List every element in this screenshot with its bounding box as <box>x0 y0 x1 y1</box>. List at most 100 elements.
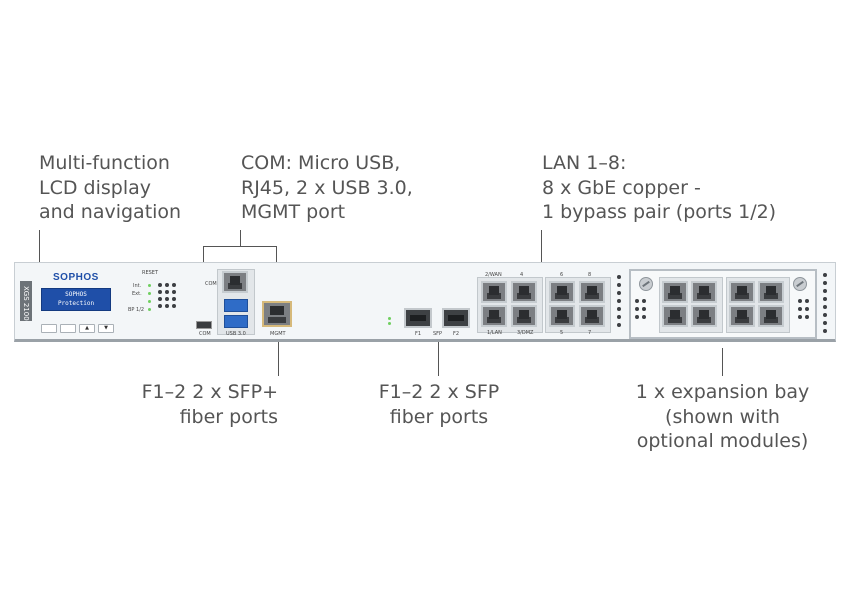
sfp-led-2 <box>388 322 391 325</box>
vent-dot <box>635 299 639 303</box>
lan-label-6: 6 <box>560 272 564 278</box>
firewall-appliance: XGS 2100 SOPHOS SOPHOS Protection ▲ ▼ RE… <box>14 262 836 342</box>
lcd-line-1: SOPHOS <box>65 291 87 298</box>
vent-dot <box>823 305 827 309</box>
lan-port-6[interactable] <box>549 281 575 303</box>
lan-label-dmz: 3/DMZ <box>517 330 534 336</box>
com-callout-line: MGMT port <box>241 201 346 223</box>
com-rj45-port[interactable] <box>222 271 248 293</box>
lan-port-2-wan[interactable] <box>481 281 507 303</box>
mgmt-port[interactable] <box>262 301 292 327</box>
vent-dot <box>617 291 621 295</box>
vent-dot <box>172 297 176 301</box>
vent-dot <box>798 307 802 311</box>
sfp-plus-callout-line: fiber ports <box>179 405 278 428</box>
vent-dot <box>165 283 169 287</box>
model-label-strip <box>20 281 32 321</box>
vent-dot <box>805 307 809 311</box>
vent-dot <box>172 304 176 308</box>
expansion-callout: 1 x expansion bay (shown with optional m… <box>625 380 820 454</box>
com-callout-line: COM: Micro USB, <box>241 152 401 174</box>
vent-dot <box>617 299 621 303</box>
usb-port-2[interactable] <box>224 315 248 328</box>
expansion-screw-right[interactable] <box>793 277 807 291</box>
nav-button-down[interactable]: ▼ <box>98 324 114 333</box>
lan-callout-line: LAN 1–8: <box>542 152 627 174</box>
expansion-port[interactable] <box>729 305 755 327</box>
vent-dot <box>823 273 827 277</box>
micro-usb-port[interactable] <box>196 321 212 329</box>
vent-dot <box>642 307 646 311</box>
lcd-callout: Multi-function LCD display and navigatio… <box>39 151 181 225</box>
vent-dot <box>823 329 827 333</box>
mgmt-label: MGMT <box>270 331 286 337</box>
usb-label: USB 3.0 <box>226 331 246 337</box>
sfp-type-label: SFP <box>433 331 443 337</box>
brand-logo: SOPHOS <box>53 272 99 283</box>
vent-dot <box>798 299 802 303</box>
sfp-callout-line: fiber ports <box>389 405 489 428</box>
status-led-ext <box>148 292 151 295</box>
led-label-ext: Ext. <box>132 291 142 297</box>
expansion-port[interactable] <box>691 305 717 327</box>
sfp-plus-leader-line <box>278 340 279 376</box>
vent-dot <box>635 307 639 311</box>
expansion-port[interactable] <box>758 305 784 327</box>
lan-port-5[interactable] <box>549 305 575 327</box>
vent-dot <box>165 290 169 294</box>
vent-dot <box>642 299 646 303</box>
lan-port-1-lan[interactable] <box>481 305 507 327</box>
lan-callout-line: 1 bypass pair (ports 1/2) <box>542 201 777 223</box>
lan-label-7: 7 <box>588 330 592 336</box>
lcd-leader-line <box>39 230 40 282</box>
com-rj45-label: COM <box>205 281 217 287</box>
nav-button-up[interactable]: ▲ <box>79 324 95 333</box>
vent-dot <box>805 315 809 319</box>
lan-label-5: 5 <box>560 330 564 336</box>
sfp-port-f2[interactable] <box>442 308 470 328</box>
lan-port-4[interactable] <box>511 281 537 303</box>
reset-label: RESET <box>142 270 159 276</box>
expansion-port[interactable] <box>691 281 717 303</box>
vent-dot <box>617 323 621 327</box>
usb-port-1[interactable] <box>224 299 248 312</box>
nav-button-menu[interactable] <box>41 324 57 333</box>
vent-dot <box>617 315 621 319</box>
expansion-callout-line: (shown with <box>665 405 780 428</box>
expansion-port[interactable] <box>758 281 784 303</box>
lcd-callout-line: Multi-function <box>39 152 170 174</box>
lan-port-8[interactable] <box>579 281 605 303</box>
vent-dot <box>172 290 176 294</box>
expansion-port[interactable] <box>662 281 688 303</box>
expansion-port[interactable] <box>662 305 688 327</box>
vent-dot <box>158 304 162 308</box>
sfp-callout-line: F1–2 2 x SFP <box>378 381 500 403</box>
lan-label-lan: 1/LAN <box>487 330 502 336</box>
lan-label-4: 4 <box>520 272 524 278</box>
vent-dot <box>805 299 809 303</box>
lcd-line-2: Protection <box>57 300 95 307</box>
status-led-bp <box>148 308 151 311</box>
status-led-int <box>148 284 151 287</box>
lcd-callout-line: and navigation <box>39 201 182 223</box>
sfp-leader-line <box>438 340 439 376</box>
vent-dot <box>823 297 827 301</box>
sfp-port-f1[interactable] <box>404 308 432 328</box>
lan-label-8: 8 <box>588 272 592 278</box>
expansion-screw-left[interactable] <box>639 277 653 291</box>
expansion-leader-line <box>722 348 723 376</box>
led-label-bp: BP 1/2 <box>128 307 145 313</box>
vent-dot <box>642 315 646 319</box>
com-callout-line: RJ45, 2 x USB 3.0, <box>241 176 413 199</box>
lan-port-7[interactable] <box>579 305 605 327</box>
sfp-f1-label: F1 <box>415 331 422 337</box>
vent-dot <box>798 315 802 319</box>
vent-dot <box>617 307 621 311</box>
sfp-plus-callout: F1–2 2 x SFP+ fiber ports <box>120 380 278 429</box>
lan-port-3-dmz[interactable] <box>511 305 537 327</box>
nav-button-back[interactable] <box>60 324 76 333</box>
expansion-port[interactable] <box>729 281 755 303</box>
expansion-callout-line: 1 x expansion bay <box>635 381 810 403</box>
vent-dot <box>617 275 621 279</box>
vent-dot <box>165 304 169 308</box>
